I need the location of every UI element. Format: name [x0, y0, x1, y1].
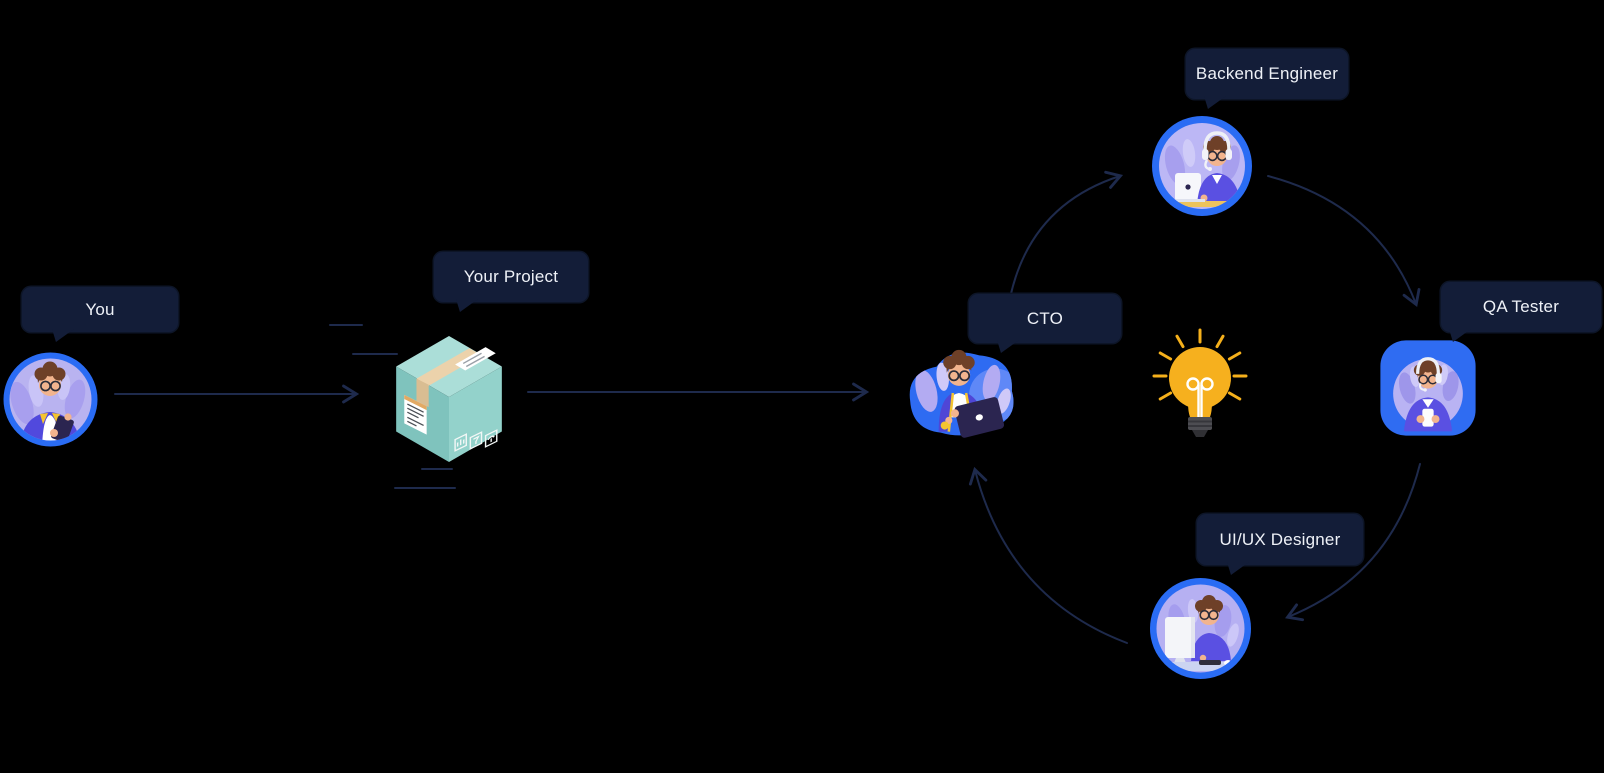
- cto-label-bubble: CTO: [969, 294, 1121, 353]
- qa-tester-label: QA Tester: [1482, 297, 1560, 316]
- you-label: You: [85, 299, 115, 319]
- you-label-bubble: You: [22, 287, 178, 342]
- cto-label: CTO: [1026, 308, 1064, 328]
- you-avatar-icon: [2, 351, 99, 453]
- uiux-designer-label-bubble: UI/UX Designer: [1197, 514, 1363, 575]
- project-label: Your Project: [463, 267, 559, 286]
- arrow-designer-to-cto: [968, 466, 1128, 644]
- backend-engineer-label: Backend Engineer: [1195, 64, 1339, 83]
- uiux-designer-avatar-icon: [1149, 577, 1252, 685]
- backend-engineer-avatar-icon: [1151, 115, 1253, 222]
- package-box-icon: [396, 336, 502, 467]
- project-label-bubble: Your Project: [434, 252, 588, 312]
- arrow-backend-to-qa: [1267, 175, 1421, 307]
- uiux-designer-label: UI/UX Designer: [1219, 529, 1341, 549]
- backend-engineer-label-bubble: Backend Engineer: [1186, 49, 1348, 109]
- arrow-cto-to-backend: [1009, 170, 1124, 299]
- lightbulb-idea-icon: [1150, 328, 1250, 445]
- qa-tester-label-bubble: QA Tester: [1441, 282, 1601, 342]
- cto-illustration-icon: [898, 340, 1024, 449]
- qa-tester-avatar-icon: [1379, 339, 1477, 442]
- arrow-qa-to-designer: [1285, 463, 1421, 622]
